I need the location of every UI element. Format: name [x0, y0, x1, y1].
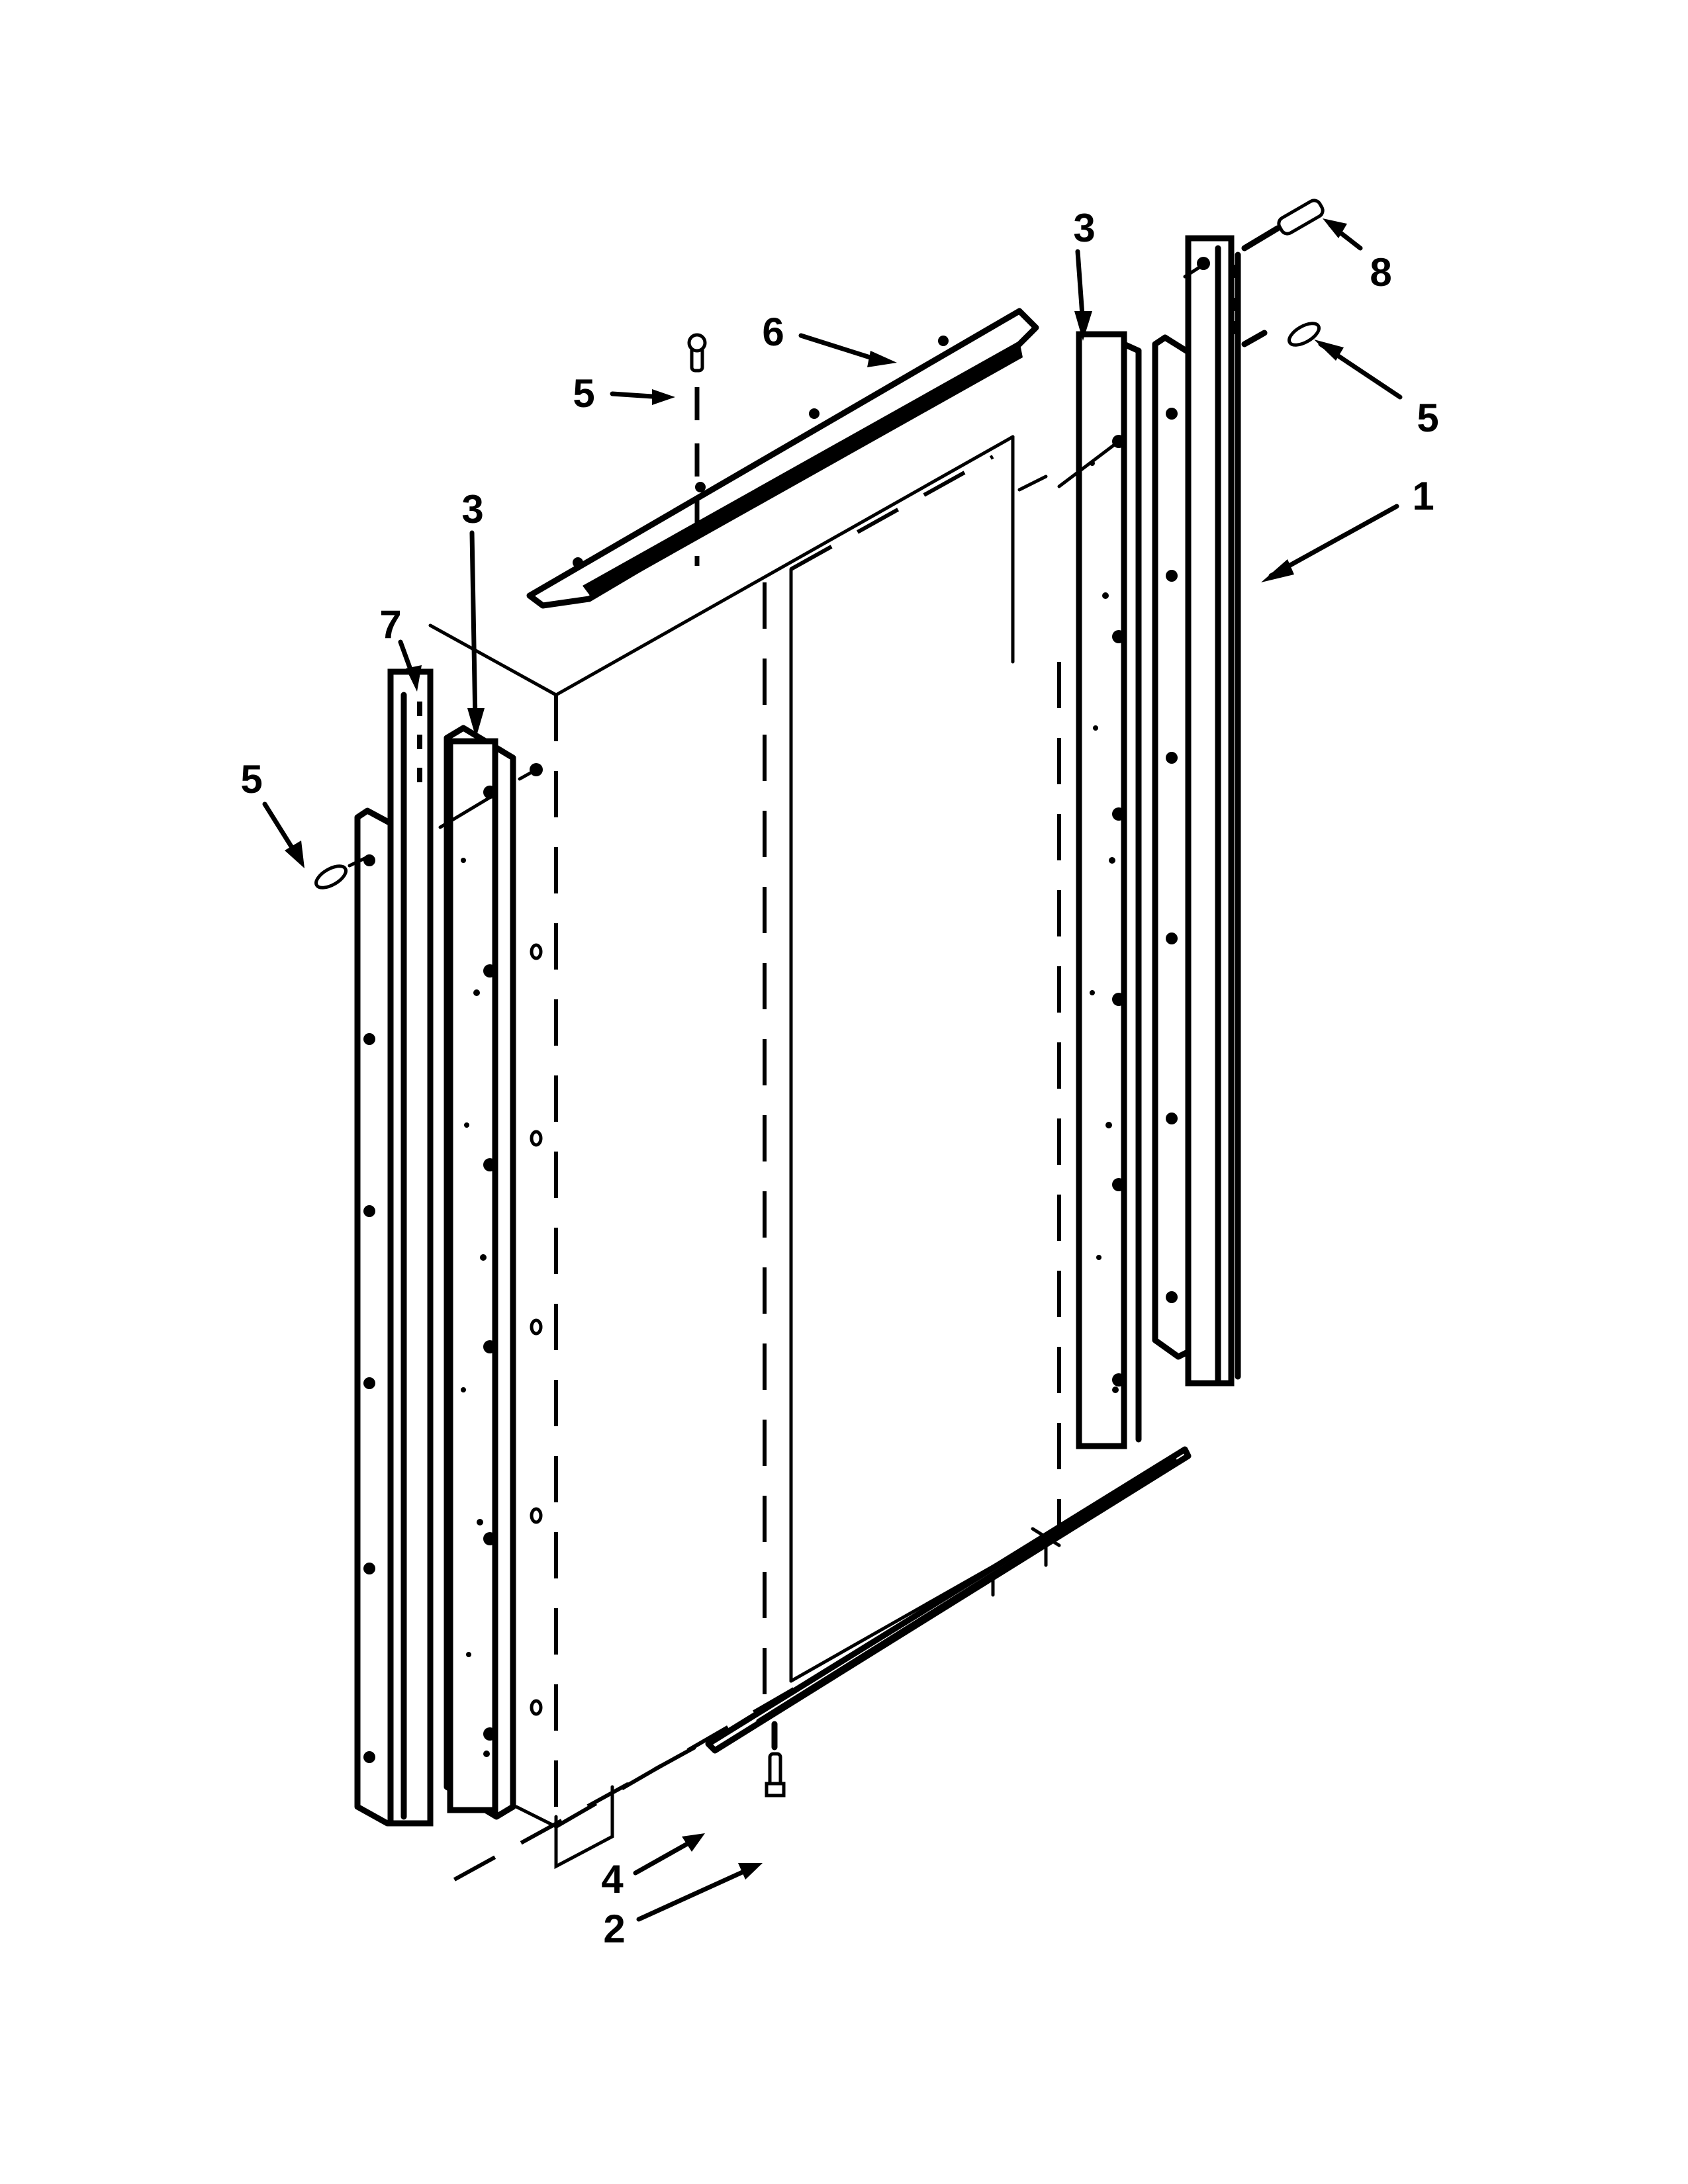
part-4-bottom-strip — [705, 1446, 1192, 1754]
part-6-top-bracket — [526, 308, 1039, 609]
part-2-screw-bottom — [765, 1721, 786, 1797]
part-5-screw-top — [687, 333, 707, 566]
part-5-screw-right — [1241, 322, 1321, 347]
callout-1: 1 — [1412, 474, 1434, 518]
callout-8: 8 — [1370, 250, 1392, 295]
callout-3-right: 3 — [1073, 206, 1096, 250]
callout-5-left: 5 — [240, 757, 263, 801]
cabinet-outline — [428, 435, 1061, 1895]
callout-5-right: 5 — [1417, 396, 1439, 440]
callout-6: 6 — [762, 310, 784, 354]
part-8-spacer-pin — [1241, 199, 1325, 251]
callout-7: 7 — [379, 602, 402, 647]
callout-5-top: 5 — [573, 371, 595, 416]
part-5-screw-left — [314, 855, 369, 889]
part-3-left-foam-strip — [438, 725, 543, 1820]
callout-3-left: 3 — [461, 487, 484, 531]
part-7-left-trim-channel — [354, 668, 434, 1827]
part-3-right-foam-strip — [1017, 331, 1142, 1449]
leader-arrows — [262, 218, 1403, 1922]
callout-2: 2 — [603, 1907, 626, 1951]
part-1-right-trim-channel — [1152, 235, 1241, 1387]
callout-4: 4 — [601, 1857, 624, 1901]
